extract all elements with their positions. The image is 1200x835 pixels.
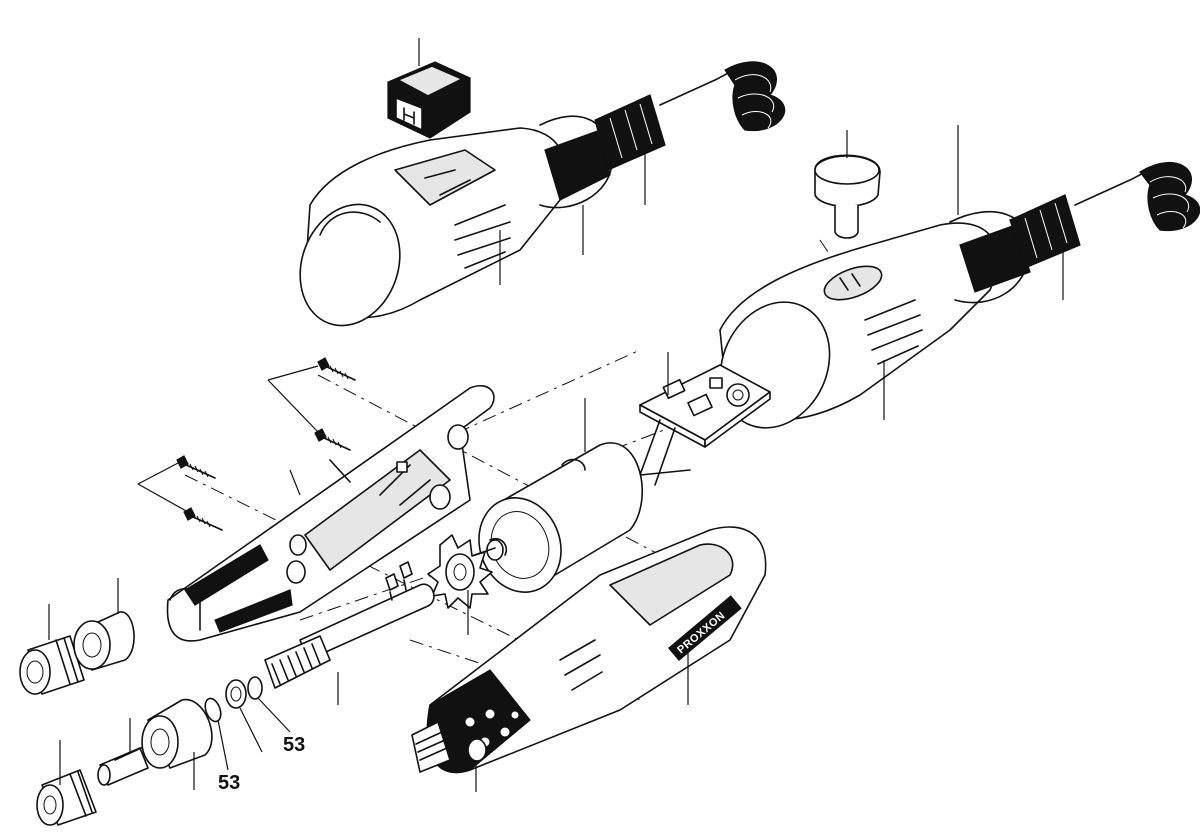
collet (36, 740, 97, 826)
rocker-switch (387, 38, 471, 139)
lower-housing-with-cable (719, 125, 1200, 429)
screw (314, 428, 351, 451)
washer-pair (225, 676, 291, 753)
screw (176, 455, 216, 479)
screws (137, 357, 356, 531)
spindle (264, 561, 435, 705)
fan-wheel (427, 534, 493, 635)
circuit-board (639, 352, 771, 486)
callout-53-washer: 53 (283, 734, 306, 756)
collet-insert (97, 718, 151, 786)
speed-knob (814, 130, 881, 239)
callout-53-ring: 53 (218, 772, 241, 794)
housing-shell (166, 385, 495, 642)
screw (183, 507, 223, 531)
retaining-ring (204, 697, 229, 771)
spacer-ring (73, 578, 135, 671)
upper-housing-with-switch (299, 61, 786, 327)
collet-nut (19, 604, 85, 695)
motor (459, 398, 643, 593)
screw (317, 357, 356, 381)
cap-nut (141, 699, 213, 790)
nose-housing: PROXXON (411, 526, 767, 792)
